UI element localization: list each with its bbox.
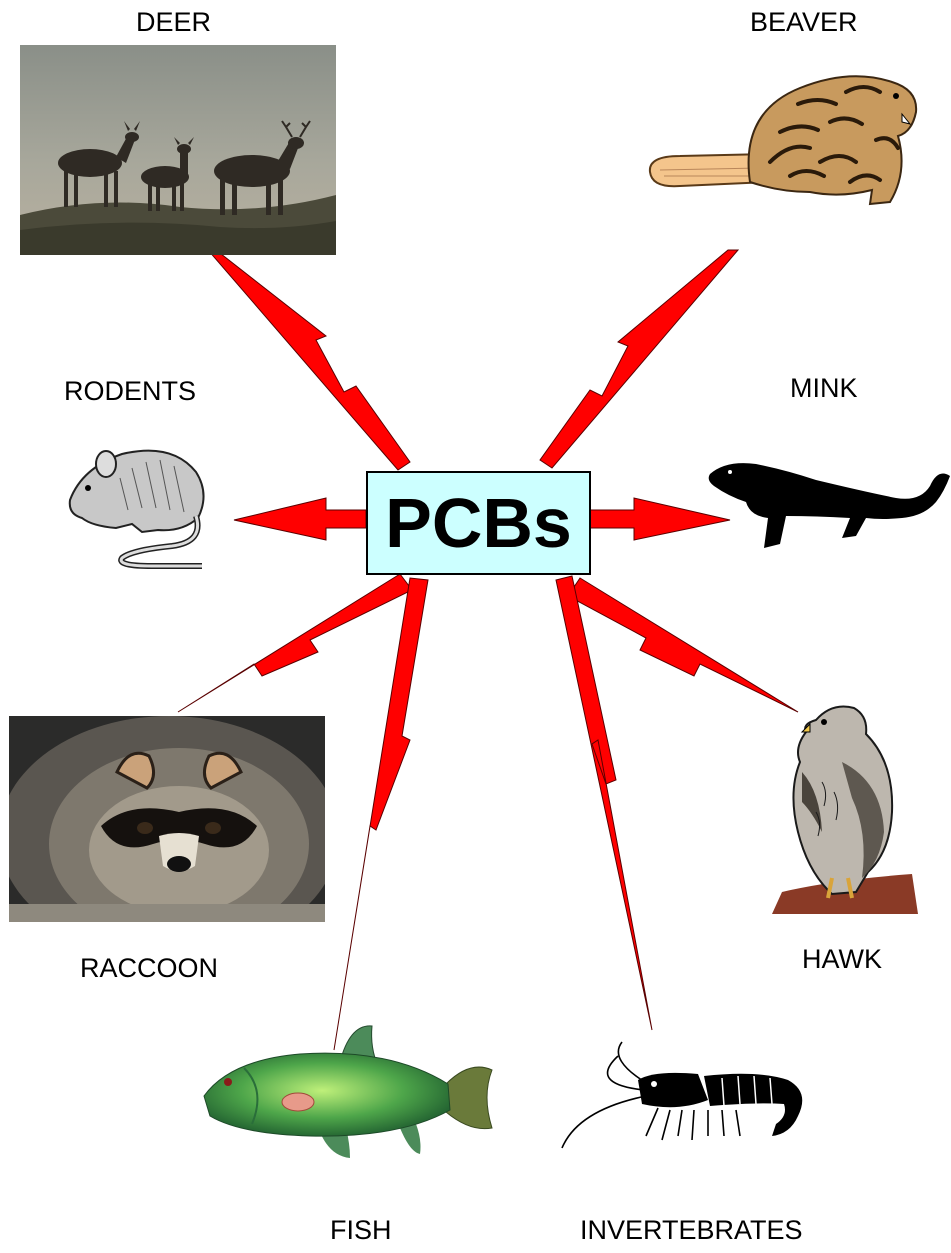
arrow-to-invertebrates	[556, 576, 652, 1030]
mink-image	[706, 456, 950, 552]
arrow-to-rodents	[234, 498, 366, 540]
rodents-label: RODENTS	[64, 378, 196, 405]
hawk-label: HAWK	[802, 946, 882, 973]
pcbs-label: PCBs	[385, 488, 572, 558]
invertebrate-image	[558, 1040, 808, 1152]
beaver-label: BEAVER	[750, 9, 858, 36]
arrow-to-fish	[334, 578, 428, 1050]
fish-image	[200, 1020, 496, 1170]
invertebrates-label: INVERTEBRATES	[580, 1217, 803, 1244]
fish-label: FISH	[330, 1217, 392, 1244]
mink-label: MINK	[790, 375, 858, 402]
arrow-to-hawk	[568, 578, 798, 712]
arrow-to-beaver	[540, 250, 738, 468]
arrow-to-deer	[208, 250, 410, 470]
arrow-to-raccoon	[178, 574, 412, 712]
raccoon-photo	[9, 716, 325, 922]
deer-photo	[20, 45, 336, 255]
rodent-image	[62, 438, 212, 574]
beaver-image	[640, 52, 920, 210]
pcbs-box: PCBs	[366, 471, 591, 575]
raccoon-label: RACCOON	[80, 955, 218, 982]
hawk-image	[772, 702, 918, 914]
deer-label: DEER	[136, 9, 211, 36]
